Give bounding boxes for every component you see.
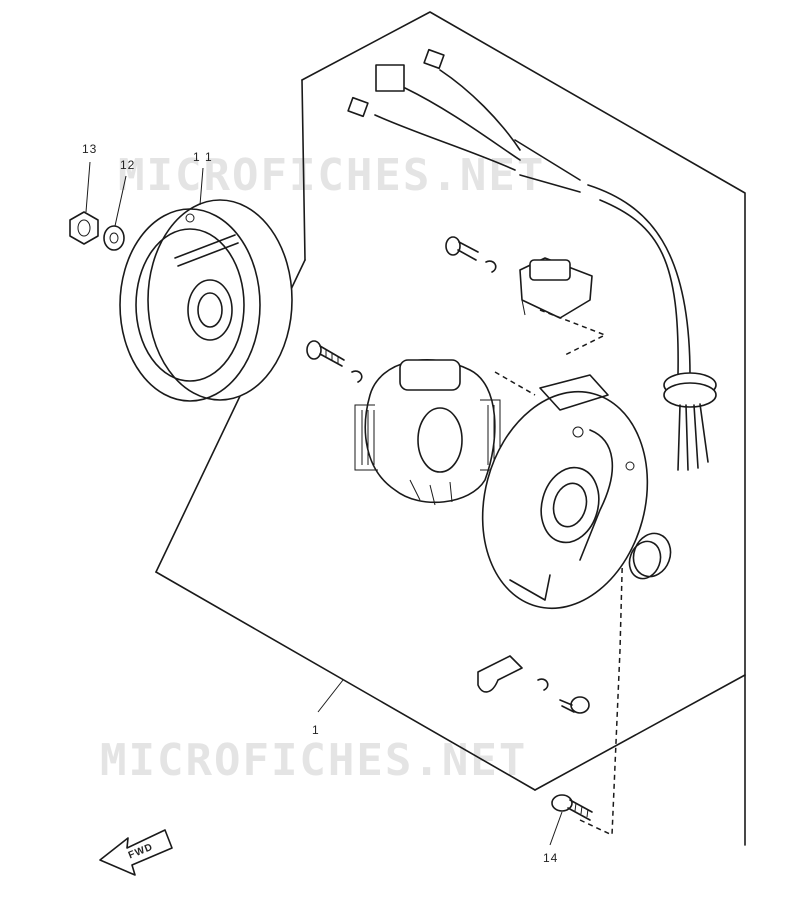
- stator-screw: [306, 340, 363, 383]
- bolt-14: [551, 794, 593, 821]
- leader-lines: [85, 161, 563, 846]
- base-plate: [481, 374, 649, 610]
- callout-14: 14: [543, 851, 559, 865]
- callout-13: 13: [82, 142, 98, 156]
- pickup-coil: [519, 257, 593, 319]
- flywheel-rotor: [119, 199, 293, 402]
- watermark-top: MICROFICHES.NET: [118, 150, 546, 201]
- callout-1: 1: [312, 723, 320, 737]
- assembly-outline: [155, 11, 746, 846]
- washer-12: [103, 225, 125, 251]
- wire-harness: [347, 48, 717, 471]
- callout-12: 12: [120, 158, 136, 172]
- oil-seal: [628, 532, 672, 580]
- pickup-screw: [445, 236, 497, 273]
- callout-11: 1 1: [193, 150, 213, 164]
- nut-13: [69, 211, 99, 245]
- fwd-arrow: [99, 829, 173, 876]
- wire-clamp: [477, 655, 590, 714]
- stator-coil: [354, 359, 501, 506]
